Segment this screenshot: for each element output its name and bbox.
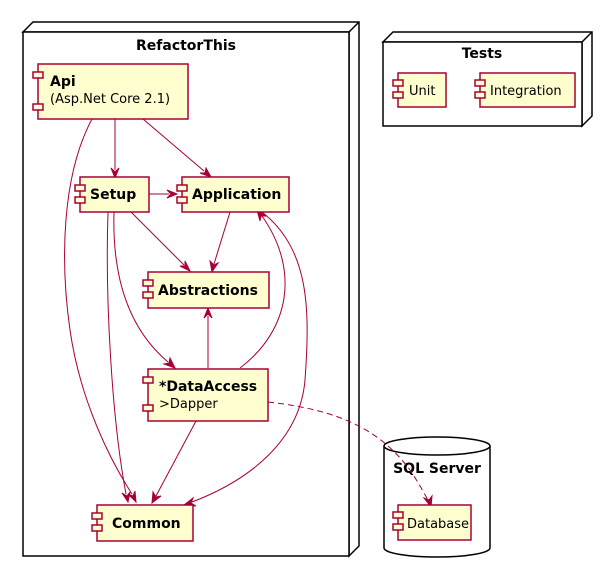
component-database-box [397,504,472,541]
arrowhead-api-setup [110,167,120,180]
arrowhead-dataaccess-common [151,490,162,505]
component-integration-tab-top [474,79,486,87]
edges [64,118,433,509]
arrowhead-setup-dataaccess [162,356,177,369]
component-api-subtitle: (Asp.Net Core 2.1) [50,92,170,107]
component-application-tab-top [176,184,188,192]
db-sqlserver-top [383,436,491,456]
component-abstractions-box [147,271,270,309]
edge-setup-abstractions [130,211,185,266]
edge-application-abstractions [213,211,231,265]
arrowhead-api-application [199,166,213,178]
component-abstractions-tab-bottom [142,291,154,299]
node-tests-title: Tests [462,46,503,62]
component-dataaccess-subtitle: >Dapper [159,397,218,412]
component-abstractions[interactable]: Abstractions [142,271,270,309]
arrowhead-setup-common [121,491,131,504]
component-api-tab-top [32,71,44,79]
component-application-box [181,176,290,213]
component-abstractions-tab-top [142,279,154,287]
component-setup[interactable]: Setup [74,176,150,213]
component-dataaccess-name: *DataAccess [159,379,257,395]
component-dataaccess-tab-bottom [142,404,154,412]
component-application-name: Application [192,187,281,203]
component-common-tab-bottom [91,524,103,532]
component-unit[interactable]: Unit [392,72,447,108]
arrowhead-setup-application [166,189,179,199]
component-unit-tab-bottom [392,91,404,99]
component-database-tab-top [392,511,404,519]
component-integration[interactable]: Integration [474,72,576,108]
component-integration-tab-bottom [474,91,486,99]
component-abstractions-name: Abstractions [158,283,258,299]
component-integration-box [479,72,576,108]
component-unit-box [397,72,447,108]
edge-dataaccess-database [267,401,429,501]
component-dataaccess[interactable]: *DataAccess >Dapper [142,368,269,422]
component-common[interactable]: Common [91,504,194,542]
component-setup-tab-bottom [74,196,86,204]
component-common-box [96,504,194,542]
edge-setup-dataaccess [113,211,169,363]
component-application-tab-bottom [176,196,188,204]
component-api-box [37,63,189,120]
edge-application-common [191,211,308,503]
arrowhead-setup-abstractions [179,260,192,273]
component-dataaccess-box [147,368,269,422]
component-database-tab-bottom [392,523,404,531]
component-setup-box [79,176,150,213]
component-setup-tab-top [74,184,86,192]
component-common-tab-top [91,512,103,520]
db-sqlserver-title: SQL Server [393,461,481,477]
node-refactorthis-title: RefactorThis [136,38,236,54]
component-integration-name: Integration [490,84,562,99]
edge-dataaccess-application [239,215,286,369]
component-api[interactable]: Api (Asp.Net Core 2.1) [32,63,189,120]
component-api-name: Api [50,74,76,90]
component-database[interactable]: Database [392,504,472,541]
component-api-tab-bottom [32,103,44,111]
component-common-name: Common [112,516,181,532]
arrowhead-dataaccess-abstractions [203,306,213,319]
arrowhead-api-common [127,490,137,504]
edge-api-common [64,118,133,495]
component-application[interactable]: Application [176,176,290,213]
component-unit-name: Unit [409,84,435,99]
arrowhead-application-abstractions [209,259,220,274]
component-dataaccess-tab-top [142,376,154,384]
edge-setup-common [106,211,127,495]
edge-api-application [142,118,205,172]
component-unit-tab-top [392,79,404,87]
component-database-name: Database [407,517,469,532]
edge-dataaccess-common [155,420,197,497]
component-setup-name: Setup [90,187,136,203]
